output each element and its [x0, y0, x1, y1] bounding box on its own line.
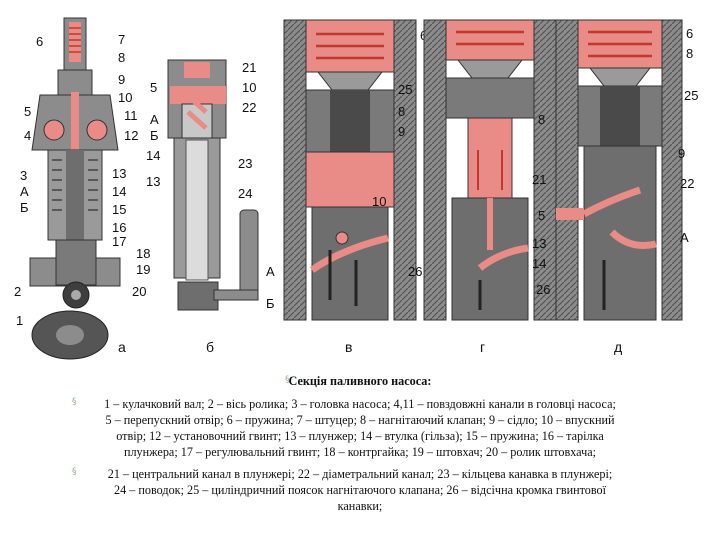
svg-text:5: 5 [538, 208, 545, 223]
caption-title: Секція паливного насоса: [288, 374, 432, 388]
svg-text:18: 18 [136, 246, 150, 261]
svg-text:8: 8 [686, 46, 693, 61]
svg-text:в: в [345, 339, 352, 355]
bullet-2: § [72, 397, 77, 407]
caption-line: 21 – центральний канал в плунжері; 22 – … [107, 467, 613, 481]
svg-text:а: а [118, 339, 126, 355]
svg-text:9: 9 [678, 146, 685, 161]
svg-text:24: 24 [238, 186, 252, 201]
svg-text:8: 8 [118, 50, 125, 65]
svg-text:5: 5 [24, 104, 31, 119]
svg-text:А: А [266, 264, 275, 279]
caption-line: плунжера; 17 – регулювальний гвинт; 18 –… [123, 445, 597, 459]
svg-text:А: А [150, 112, 159, 127]
svg-text:9: 9 [398, 124, 405, 139]
panel-b-drawing [167, 59, 259, 311]
panel-a-labels: 6 7 8 9 10 11 12 5 4 3 А Б 13 14 15 16 1… [14, 32, 150, 355]
panel-v-drawing [283, 19, 417, 321]
panel-d-drawing [555, 19, 683, 321]
svg-text:Б: Б [20, 200, 29, 215]
caption-line: 1 – кулачковий вал; 2 – вісь ролика; 3 –… [104, 397, 616, 411]
svg-text:А: А [680, 230, 689, 245]
svg-text:26: 26 [536, 282, 550, 297]
svg-text:13: 13 [532, 236, 546, 251]
caption-line: отвір; 12 – установочний гвинт; 13 – плу… [116, 429, 604, 443]
svg-text:20: 20 [132, 284, 146, 299]
svg-text:4: 4 [24, 128, 31, 143]
svg-text:16: 16 [112, 220, 126, 235]
svg-text:б: б [206, 339, 214, 355]
svg-text:15: 15 [112, 202, 126, 217]
svg-text:8: 8 [538, 112, 545, 127]
svg-text:8: 8 [398, 104, 405, 119]
svg-text:А: А [20, 184, 29, 199]
fuel-pump-figure: 6 7 8 9 10 11 12 5 4 3 А Б 13 14 15 16 1… [14, 17, 698, 360]
panel-g-drawing [423, 19, 557, 321]
svg-text:10: 10 [242, 80, 256, 95]
panel-a-drawing [29, 17, 121, 360]
svg-text:9: 9 [118, 72, 125, 87]
bullet-3: § [72, 467, 77, 477]
svg-text:14: 14 [112, 184, 126, 199]
svg-text:10: 10 [118, 90, 132, 105]
svg-text:26: 26 [408, 264, 422, 279]
caption-line: 24 – поводок; 25 – циліндричний поясок н… [113, 483, 607, 497]
svg-text:д: д [614, 339, 622, 355]
svg-text:21: 21 [242, 60, 256, 75]
panel-g-labels: 8 21 26 13 14 г [408, 112, 546, 355]
panel-b-labels: 5 А Б 14 13 21 10 22 23 24 б [146, 60, 256, 355]
caption-line: канавки; [337, 499, 383, 513]
svg-text:22: 22 [680, 176, 694, 191]
svg-text:10: 10 [372, 194, 386, 209]
svg-text:12: 12 [124, 128, 138, 143]
svg-text:14: 14 [146, 148, 160, 163]
svg-text:17: 17 [112, 234, 126, 249]
svg-text:6: 6 [36, 34, 43, 49]
svg-text:19: 19 [136, 262, 150, 277]
svg-text:11: 11 [124, 108, 138, 123]
panel-d-labels: 6 8 25 9 22 5 А 26 д [536, 26, 698, 355]
svg-text:г: г [480, 339, 485, 355]
svg-text:13: 13 [146, 174, 160, 189]
svg-text:6: 6 [686, 26, 693, 41]
svg-text:25: 25 [684, 88, 698, 103]
panel-v-labels: 6 25 8 9 10 А Б в [266, 28, 427, 355]
svg-text:25: 25 [398, 82, 412, 97]
caption-line: 5 – перепускний отвір; 6 – пружина; 7 – … [105, 413, 615, 427]
svg-text:Б: Б [150, 128, 159, 143]
svg-text:21: 21 [532, 172, 546, 187]
svg-text:1: 1 [16, 313, 23, 328]
svg-text:23: 23 [238, 156, 252, 171]
svg-text:7: 7 [118, 32, 125, 47]
svg-text:2: 2 [14, 284, 21, 299]
svg-text:14: 14 [532, 256, 546, 271]
svg-text:5: 5 [150, 80, 157, 95]
svg-text:Б: Б [266, 296, 275, 311]
svg-text:22: 22 [242, 100, 256, 115]
svg-text:13: 13 [112, 166, 126, 181]
svg-text:3: 3 [20, 168, 27, 183]
bullet-1: § [285, 375, 290, 385]
